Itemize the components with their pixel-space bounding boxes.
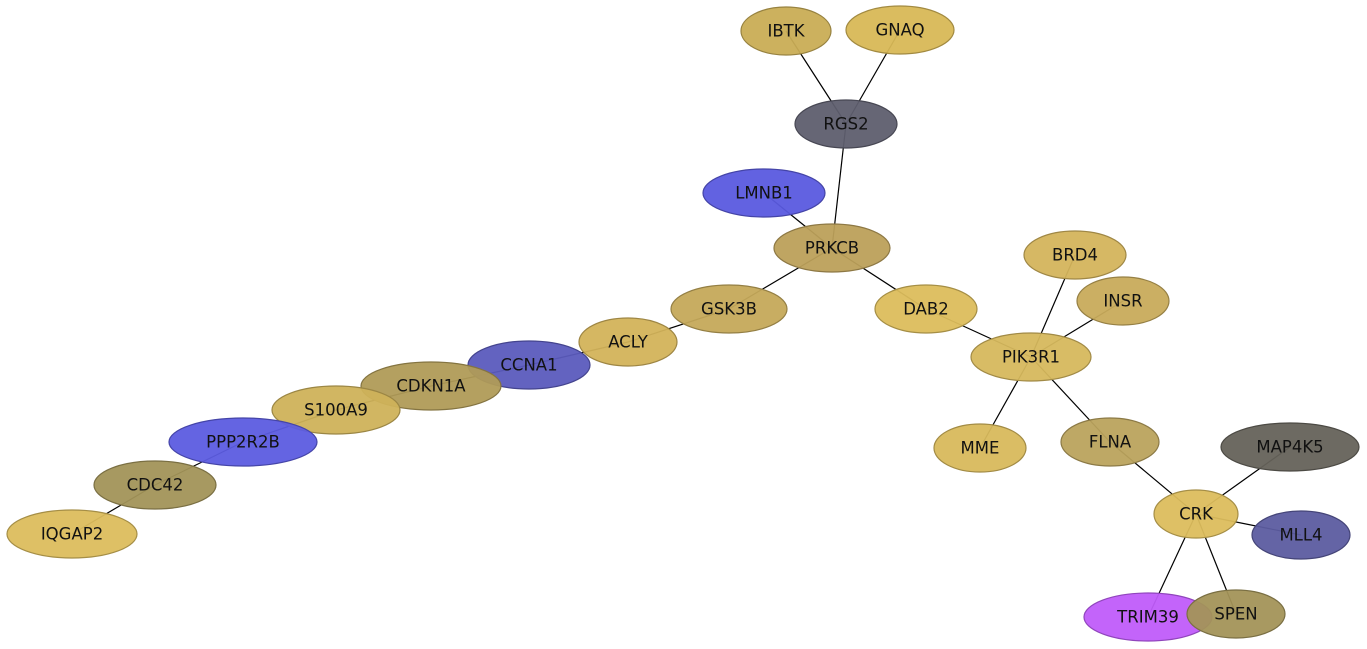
node-ellipse	[794, 99, 898, 149]
node-trim39[interactable]: TRIM39	[1083, 592, 1213, 642]
node-spen[interactable]: SPEN	[1186, 589, 1286, 639]
node-ellipse	[874, 284, 978, 334]
node-label: IQGAP2	[41, 525, 103, 544]
node-label: ACLY	[608, 333, 649, 352]
node-flna[interactable]: FLNA	[1060, 417, 1160, 467]
node-ellipse	[1186, 589, 1286, 639]
node-ellipse	[740, 6, 832, 56]
node-ellipse	[578, 317, 678, 367]
node-ellipse	[933, 423, 1027, 473]
node-label: MLL4	[1279, 526, 1322, 545]
node-ellipse	[6, 509, 138, 559]
node-label: IBTK	[767, 22, 805, 41]
node-ibtk[interactable]: IBTK	[740, 6, 832, 56]
node-ellipse	[845, 5, 955, 55]
node-ellipse	[670, 284, 788, 334]
node-gnaq[interactable]: GNAQ	[845, 5, 955, 55]
node-mll4[interactable]: MLL4	[1251, 510, 1351, 560]
node-label: FLNA	[1089, 433, 1132, 452]
node-ellipse	[1153, 489, 1239, 539]
node-label: CDKN1A	[396, 377, 466, 396]
node-label: GNAQ	[875, 21, 924, 40]
node-label: GSK3B	[701, 300, 757, 319]
node-label: RGS2	[823, 115, 868, 134]
node-label: SPEN	[1214, 605, 1257, 624]
node-ellipse	[1251, 510, 1351, 560]
node-map4k5[interactable]: MAP4K5	[1220, 422, 1360, 472]
node-cdkn1a[interactable]: CDKN1A	[360, 361, 502, 411]
node-ellipse	[360, 361, 502, 411]
node-rgs2[interactable]: RGS2	[794, 99, 898, 149]
node-label: INSR	[1103, 292, 1142, 311]
node-ellipse	[1076, 276, 1170, 326]
node-label: PPP2R2B	[206, 433, 280, 452]
node-label: TRIM39	[1116, 608, 1179, 627]
node-label: PIK3R1	[1002, 348, 1060, 367]
node-prkcb[interactable]: PRKCB	[773, 223, 891, 273]
node-gsk3b[interactable]: GSK3B	[670, 284, 788, 334]
node-label: PRKCB	[805, 239, 859, 258]
node-lmnb1[interactable]: LMNB1	[702, 168, 826, 218]
node-ellipse	[1060, 417, 1160, 467]
node-iqgap2[interactable]: IQGAP2	[6, 509, 138, 559]
node-label: BRD4	[1052, 246, 1098, 265]
node-label: S100A9	[304, 401, 368, 420]
node-ellipse	[1220, 422, 1360, 472]
node-label: MME	[961, 439, 1000, 458]
node-mme[interactable]: MME	[933, 423, 1027, 473]
node-ellipse	[702, 168, 826, 218]
node-label: CCNA1	[500, 356, 557, 375]
node-ellipse	[168, 417, 318, 467]
node-crk[interactable]: CRK	[1153, 489, 1239, 539]
node-pik3r1[interactable]: PIK3R1	[970, 332, 1092, 382]
node-ellipse	[1023, 230, 1127, 280]
node-label: CDC42	[127, 476, 184, 495]
node-ellipse	[271, 385, 401, 435]
node-s100a9[interactable]: S100A9	[271, 385, 401, 435]
node-label: LMNB1	[735, 184, 793, 203]
node-ccna1[interactable]: CCNA1	[467, 340, 591, 390]
node-label: CRK	[1179, 505, 1214, 524]
node-ellipse	[970, 332, 1092, 382]
node-insr[interactable]: INSR	[1076, 276, 1170, 326]
node-label: MAP4K5	[1256, 438, 1323, 457]
node-acly[interactable]: ACLY	[578, 317, 678, 367]
node-brd4[interactable]: BRD4	[1023, 230, 1127, 280]
node-cdc42[interactable]: CDC42	[93, 460, 217, 510]
node-label: DAB2	[903, 300, 949, 319]
node-dab2[interactable]: DAB2	[874, 284, 978, 334]
node-ellipse	[773, 223, 891, 273]
node-ppp2r2b[interactable]: PPP2R2B	[168, 417, 318, 467]
node-ellipse	[93, 460, 217, 510]
